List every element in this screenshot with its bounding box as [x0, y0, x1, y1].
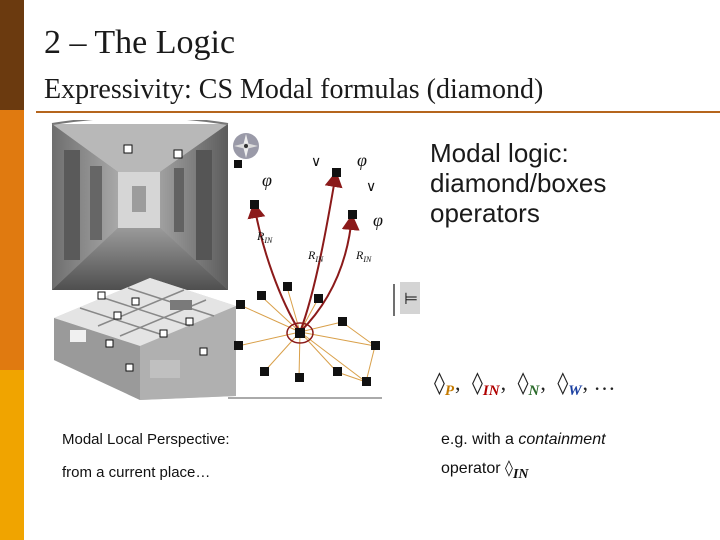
slide-title: 2 – The Logic — [44, 24, 236, 61]
svg-text:RIN: RIN — [355, 248, 372, 264]
corridor-photo — [51, 120, 229, 290]
caption-local-perspective: Modal Local Perspective: — [62, 431, 230, 448]
relation-label-middle: RIN — [307, 248, 324, 264]
svg-text:RIN: RIN — [307, 248, 324, 264]
diamond-icon: ◊ — [434, 371, 445, 396]
operator-in: IN — [482, 383, 500, 399]
modal-logic-heading: Modal logic: diamond/boxes operators — [430, 138, 690, 228]
modal-heading-line-3: operators — [430, 198, 540, 228]
slide-subtitle: Expressivity: CS Modal formulas (diamond… — [44, 74, 544, 105]
operator-separator: , … — [582, 370, 616, 395]
floorplan-photo — [54, 278, 236, 400]
example-line-1: e.g. with a containment — [441, 431, 606, 449]
accent-bar-bottom — [0, 370, 24, 540]
operator-separator: , — [540, 370, 546, 395]
relation-edges — [237, 286, 376, 383]
diamond-operator-list: ◊P, ◊IN, ◊N, ◊W, … — [432, 370, 620, 400]
relation-arrows — [247, 171, 360, 333]
diamond-icon: ◊ — [557, 371, 569, 396]
operator-n: N — [528, 383, 540, 399]
title-divider — [36, 111, 720, 113]
modal-illustration: φ φ φ ∨ ∨ RIN RIN RIN ⊨ ◊INφ — [51, 120, 420, 400]
modal-heading-line-1: Modal logic: — [430, 138, 569, 168]
example-prefix: e.g. with a — [441, 431, 519, 448]
phi-label-left: φ — [262, 170, 272, 190]
operator-separator: , — [455, 370, 461, 395]
example-line-2: operator ◊IN — [441, 458, 529, 483]
current-place-node — [295, 328, 305, 338]
example-emphasis: containment — [518, 431, 606, 448]
relation-label-left: RIN — [256, 229, 273, 245]
diamond-icon: ◊ — [472, 371, 483, 396]
operator-p: P — [444, 383, 455, 399]
relation-label-right: RIN — [355, 248, 372, 264]
accent-bar-middle — [0, 110, 24, 370]
modal-heading-line-2: diamond/boxes — [430, 168, 607, 198]
current-place-ring — [286, 322, 314, 344]
compass-icon — [233, 133, 259, 159]
accent-bar-top — [0, 0, 24, 110]
phi-label-top: φ — [357, 150, 367, 170]
diamond-icon: ◊ — [517, 371, 529, 396]
example-operator-sub: IN — [512, 467, 529, 482]
svg-text:⊨ ◊INφ: ⊨ ◊INφ — [404, 289, 420, 311]
caption-current-place: from a current place… — [62, 464, 211, 481]
operator-separator: , — [500, 370, 507, 395]
satisfaction-box: ⊨ ◊INφ — [393, 282, 420, 316]
operator-w: W — [568, 383, 582, 399]
or-symbol-right: ∨ — [366, 179, 376, 195]
phi-label-right: φ — [373, 210, 383, 230]
example-operator-text: operator — [441, 460, 506, 477]
or-symbol-left: ∨ — [311, 154, 321, 170]
place-nodes — [97, 144, 380, 386]
diamond-icon: ◊ — [505, 458, 513, 477]
svg-text:RIN: RIN — [256, 229, 273, 245]
